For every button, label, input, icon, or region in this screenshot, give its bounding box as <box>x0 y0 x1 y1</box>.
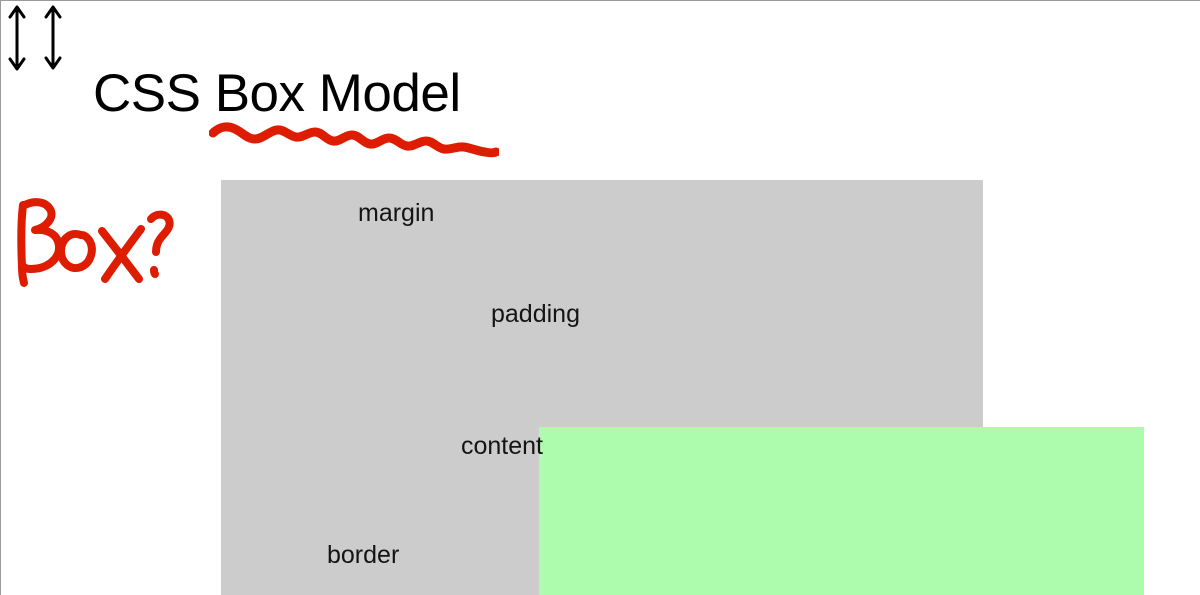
red-squiggly-underline-icon <box>209 122 499 158</box>
border-label: border <box>327 541 400 569</box>
border-layer <box>539 427 1144 595</box>
handwritten-box-question-annotation <box>17 198 174 287</box>
padding-dimension-arrow-icon <box>44 5 62 70</box>
margin-layer <box>221 180 1144 595</box>
page-title: CSS Box Model <box>93 64 461 123</box>
content-label: content <box>461 432 544 460</box>
margin-label: margin <box>358 199 435 227</box>
margin-dimension-arrow-icon <box>8 5 26 71</box>
padding-label: padding <box>491 300 580 328</box>
